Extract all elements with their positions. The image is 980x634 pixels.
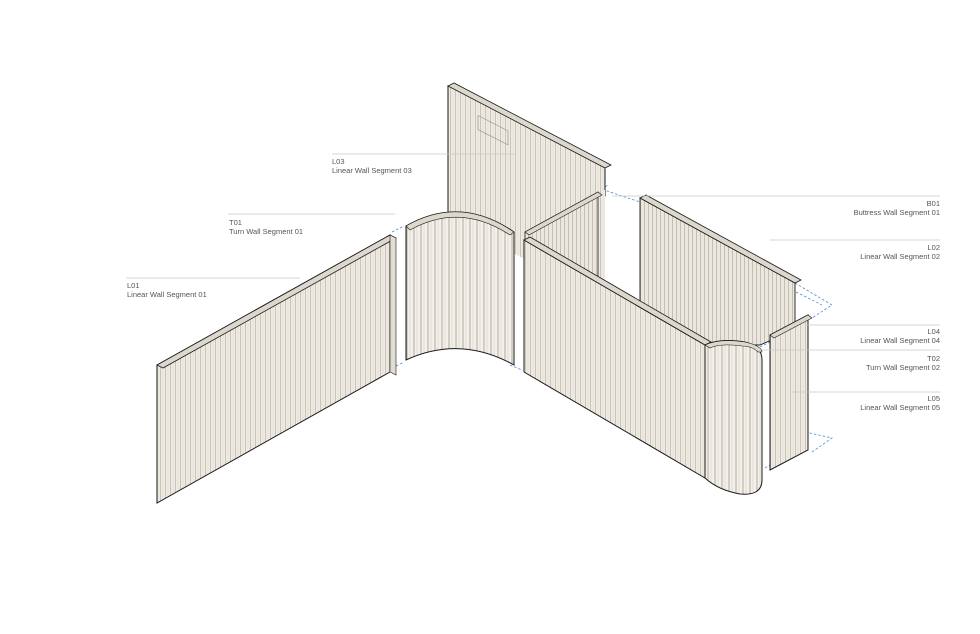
wall-segment-t02 [704,340,763,495]
label-l05: L05 Linear Wall Segment 05 [860,394,940,412]
label-l03: L03 Linear Wall Segment 03 [332,157,412,175]
label-b01-id: B01 [926,199,940,208]
label-l02-name: Linear Wall Segment 02 [860,252,940,261]
leader-lines [126,153,940,393]
label-l03-name: Linear Wall Segment 03 [332,166,412,175]
label-b01-name: Buttress Wall Segment 01 [853,208,940,217]
label-l03-id: L03 [332,157,345,166]
label-l02-id: L02 [927,243,940,252]
label-l05-id: L05 [927,394,940,403]
label-t01: T01 Turn Wall Segment 01 [229,218,303,236]
label-t02-id: T02 [927,354,940,363]
label-l01-name: Linear Wall Segment 01 [127,290,207,299]
label-l04-name: Linear Wall Segment 04 [860,336,940,345]
label-l01-id: L01 [127,281,140,290]
label-l04: L04 Linear Wall Segment 04 [860,327,940,345]
label-t01-name: Turn Wall Segment 01 [229,227,304,236]
label-t02-name: Turn Wall Segment 02 [865,363,940,372]
label-t02: T02 Turn Wall Segment 02 [866,354,940,372]
wall-segment-t01 [405,211,515,366]
label-t01-id: T01 [229,218,242,227]
label-l05-name: Linear Wall Segment 05 [860,403,940,412]
wall-segment-l02 [639,194,802,346]
wall-segment-l05 [769,314,813,471]
wall-segment-l01 [156,234,397,504]
label-l02: L02 Linear Wall Segment 02 [860,243,940,261]
label-l01: L01 Linear Wall Segment 01 [127,281,207,299]
label-l04-id: L04 [927,327,940,336]
label-b01: B01 Buttress Wall Segment 01 [854,199,940,217]
